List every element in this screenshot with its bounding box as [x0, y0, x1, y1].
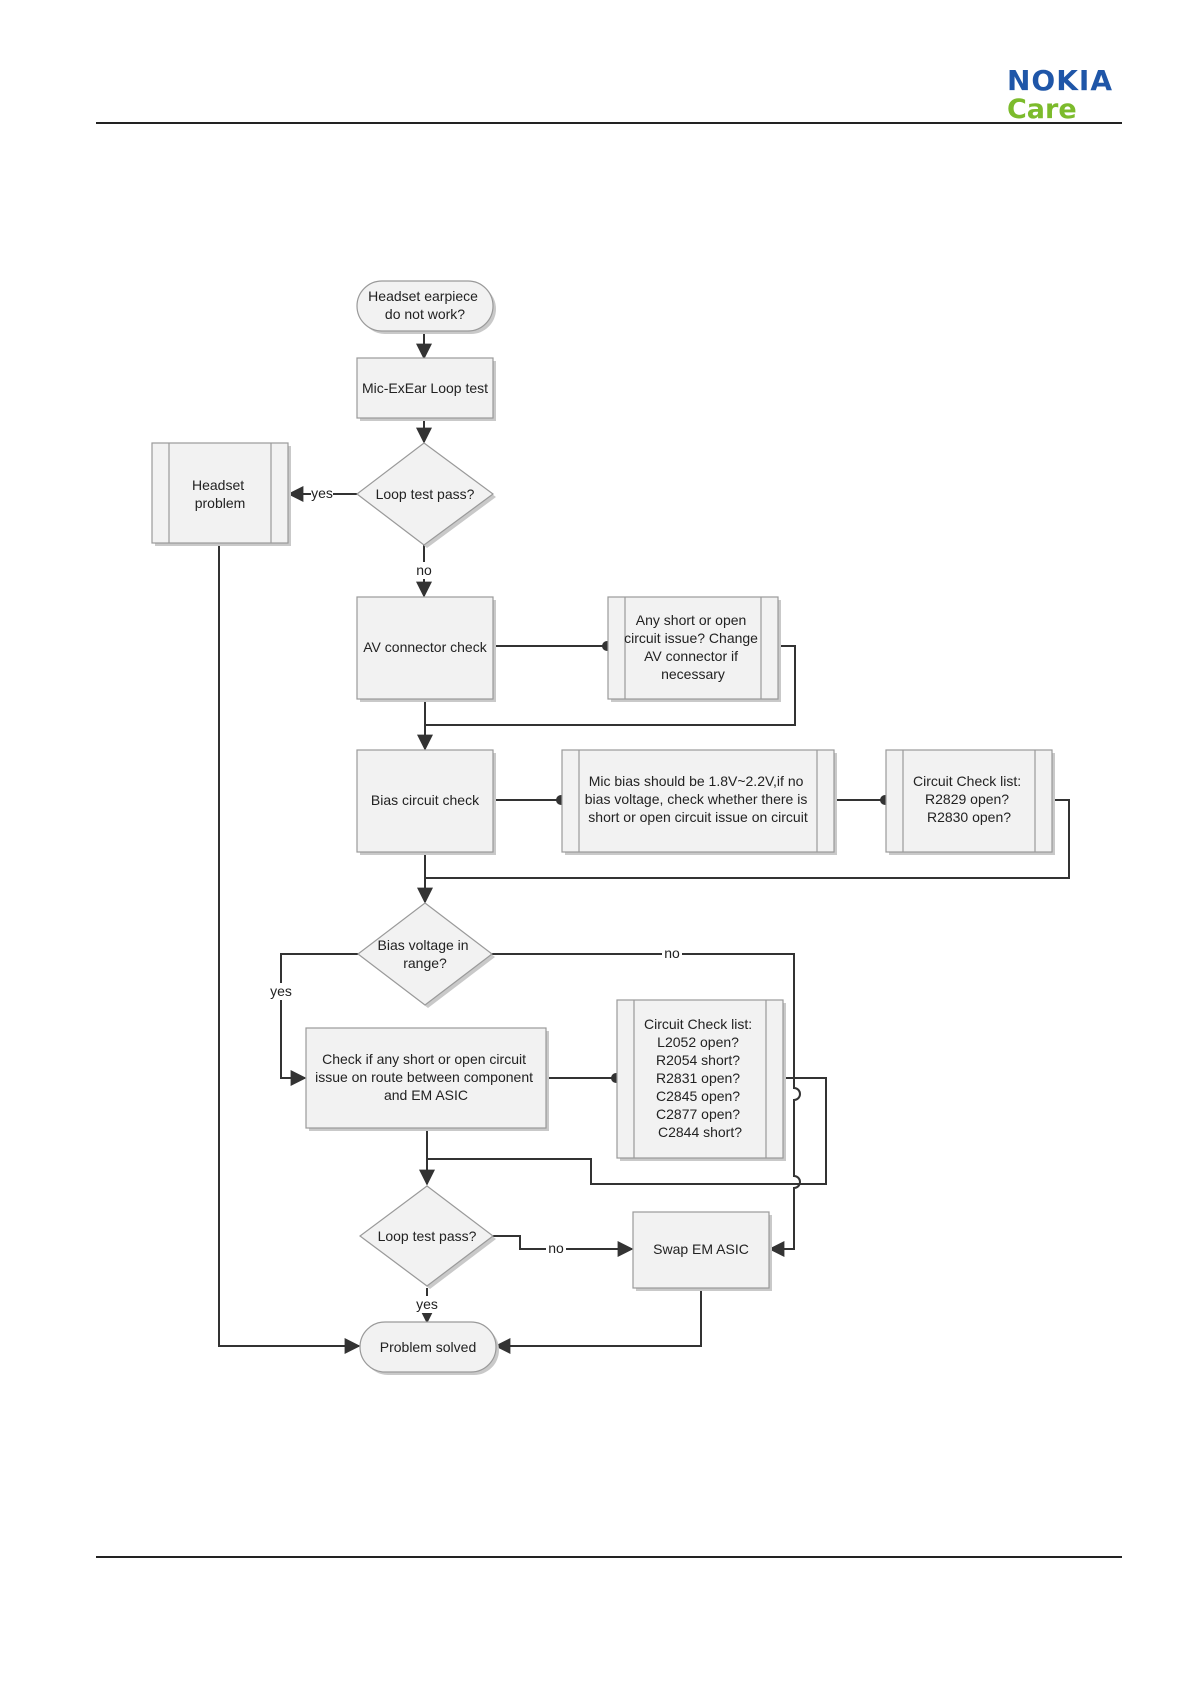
node-loop-pass-2-text: Loop test pass?: [378, 1228, 477, 1244]
node-route-list: Circuit Check list: L2052 open? R2054 sh…: [616, 999, 786, 1161]
node-swap: Swap EM ASIC: [632, 1211, 772, 1291]
label-no-range: no: [664, 945, 680, 961]
node-loop-pass-1: Loop test pass?: [356, 442, 496, 548]
node-loop-pass-2: Loop test pass?: [358, 1185, 496, 1289]
node-bias-list-text: Circuit Check list: R2829 open? R2830 op…: [913, 773, 1025, 825]
node-bias-note: Mic bias should be 1.8V~2.2V,if no bias …: [561, 749, 837, 855]
node-route-check-text: Check if any short or open circuit issue…: [315, 1051, 537, 1103]
node-bias-check: Bias circuit check: [356, 749, 496, 855]
node-bias-list: Circuit Check list: R2829 open? R2830 op…: [885, 749, 1055, 855]
node-solved-text: Problem solved: [380, 1339, 477, 1355]
node-route-check: Check if any short or open circuit issue…: [305, 1027, 549, 1131]
edge-decision-no-swap: [493, 1235, 634, 1257]
node-bias-check-text: Bias circuit check: [371, 792, 480, 808]
node-bias-range: Bias voltage in range?: [357, 902, 495, 1008]
node-av-check-text: AV connector check: [363, 639, 487, 655]
edge-labels: yes no yes no no yes: [268, 485, 682, 1313]
label-no-av: no: [416, 562, 432, 578]
nokia-care-logo: NOKIA Care: [1007, 66, 1113, 124]
edge-swap-to-solved: [494, 1288, 702, 1354]
header-rule: [96, 122, 1122, 124]
node-headset-problem-text: Headset problem: [192, 477, 248, 511]
node-start: Headset earpiece do not work?: [356, 280, 496, 334]
edge-range-no-swap: [492, 953, 801, 1257]
footer-rule: [96, 1556, 1122, 1558]
brand-name: NOKIA: [1006, 64, 1113, 97]
label-yes-headset: yes: [311, 485, 333, 501]
edge-list-return: [425, 799, 1070, 879]
label-no-swap: no: [548, 1240, 564, 1256]
node-loop-pass-1-text: Loop test pass?: [376, 486, 475, 502]
node-swap-text: Swap EM ASIC: [653, 1241, 749, 1257]
label-yes-range: yes: [270, 983, 292, 999]
node-solved: Problem solved: [359, 1321, 499, 1375]
edge-headset-to-solved: [218, 544, 361, 1354]
node-loop-test: Mic-ExEar Loop test: [356, 357, 496, 421]
node-av-note-text: Any short or open circuit issue? Change …: [624, 612, 762, 682]
node-headset-problem: Headset problem: [151, 442, 291, 546]
edge-note-return: [425, 645, 796, 726]
edge-range-yes-route: [280, 953, 358, 1086]
node-bias-note-text: Mic bias should be 1.8V~2.2V,if no bias …: [585, 773, 811, 825]
edge-list-return-2: [427, 1077, 827, 1185]
node-av-note: Any short or open circuit issue? Change …: [607, 596, 781, 702]
label-yes-solved: yes: [416, 1296, 438, 1312]
brand-sub: Care: [1006, 94, 1077, 125]
node-loop-test-text: Mic-ExEar Loop test: [362, 380, 488, 396]
node-start-text: Headset earpiece do not work?: [368, 288, 482, 322]
node-route-list-text: Circuit Check list: L2052 open? R2054 sh…: [644, 1016, 756, 1140]
node-bias-range-text: Bias voltage in range?: [378, 937, 473, 971]
node-av-check: AV connector check: [356, 596, 496, 702]
